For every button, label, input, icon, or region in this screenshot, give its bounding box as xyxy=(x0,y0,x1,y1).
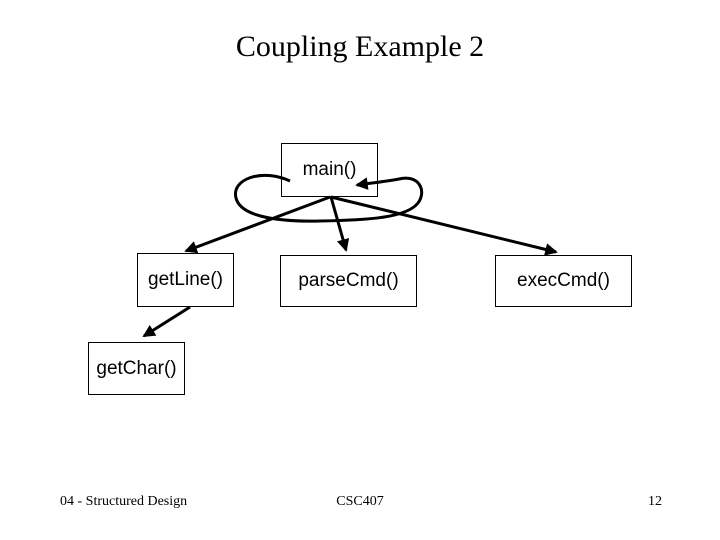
node-getLine: getLine() xyxy=(137,253,234,307)
slide-title: Coupling Example 2 xyxy=(235,30,485,63)
node-execCmd: execCmd() xyxy=(495,255,632,307)
node-parseCmd: parseCmd() xyxy=(280,255,417,307)
footer-course-code: CSC407 xyxy=(336,494,384,509)
node-getChar: getChar() xyxy=(88,342,185,395)
footer-page-number: 12 xyxy=(648,494,662,509)
node-main: main() xyxy=(281,143,378,197)
footer-course-module: 04 - Structured Design xyxy=(60,494,188,509)
